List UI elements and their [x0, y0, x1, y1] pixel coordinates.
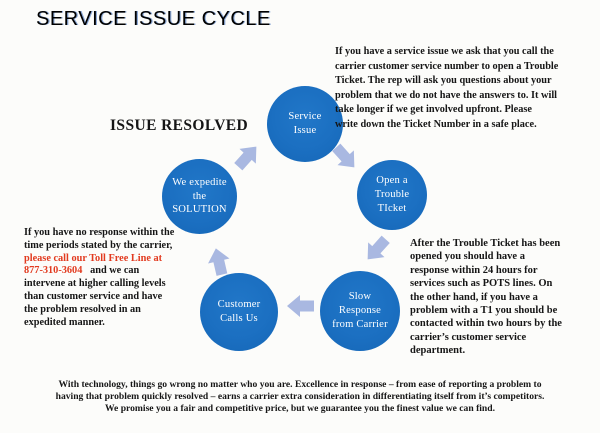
paragraph-open-ticket-instructions: If you have a service issue we ask that … — [335, 46, 559, 130]
cycle-node-label: Service Issue — [288, 111, 322, 136]
paragraph-left-black-1: If you have no response within the time … — [24, 227, 175, 251]
cycle-node-label: Customer Calls Us — [217, 299, 261, 324]
toll-free-line-text: please call our Toll Free Line at 877-31… — [24, 252, 163, 277]
cycle-node-we-expedite-solution: We expedite the SOLUTION — [162, 159, 237, 234]
arrow-customer-calls-to-we-expedite — [208, 248, 230, 276]
cycle-node-label: Open a Trouble TIcket — [374, 175, 410, 214]
paragraph-response-times: After the Trouble Ticket has been opened… — [410, 238, 562, 357]
paragraph-no-response-escalation: If you have no response within the time … — [24, 227, 206, 329]
cycle-node-customer-calls-us: Customer Calls Us — [200, 273, 278, 351]
arrow-slow-response-to-customer-calls — [287, 295, 314, 317]
paragraph-left-black-2: and we can intervene at higher calling l… — [24, 265, 166, 328]
cycle-node-label: We expedite the SOLUTION — [172, 176, 227, 216]
arrow-open-ticket-to-slow-response — [367, 235, 390, 260]
page-title: SERVICE ISSUE CYCLE — [36, 8, 271, 30]
cycle-node-open-trouble-ticket: Open a Trouble TIcket — [357, 160, 427, 230]
cycle-node-slow-response-from-carrier: Slow Response from Carrier — [320, 271, 400, 351]
cycle-node-label: Slow Response from Carrier — [332, 291, 388, 330]
issue-resolved-label: ISSUE RESOLVED — [110, 117, 249, 134]
cycle-node-service-issue: Service Issue — [267, 86, 343, 162]
arrow-we-expedite-to-service-issue — [234, 146, 257, 171]
footer-summary-text: With technology, things go wrong no matt… — [55, 379, 545, 415]
